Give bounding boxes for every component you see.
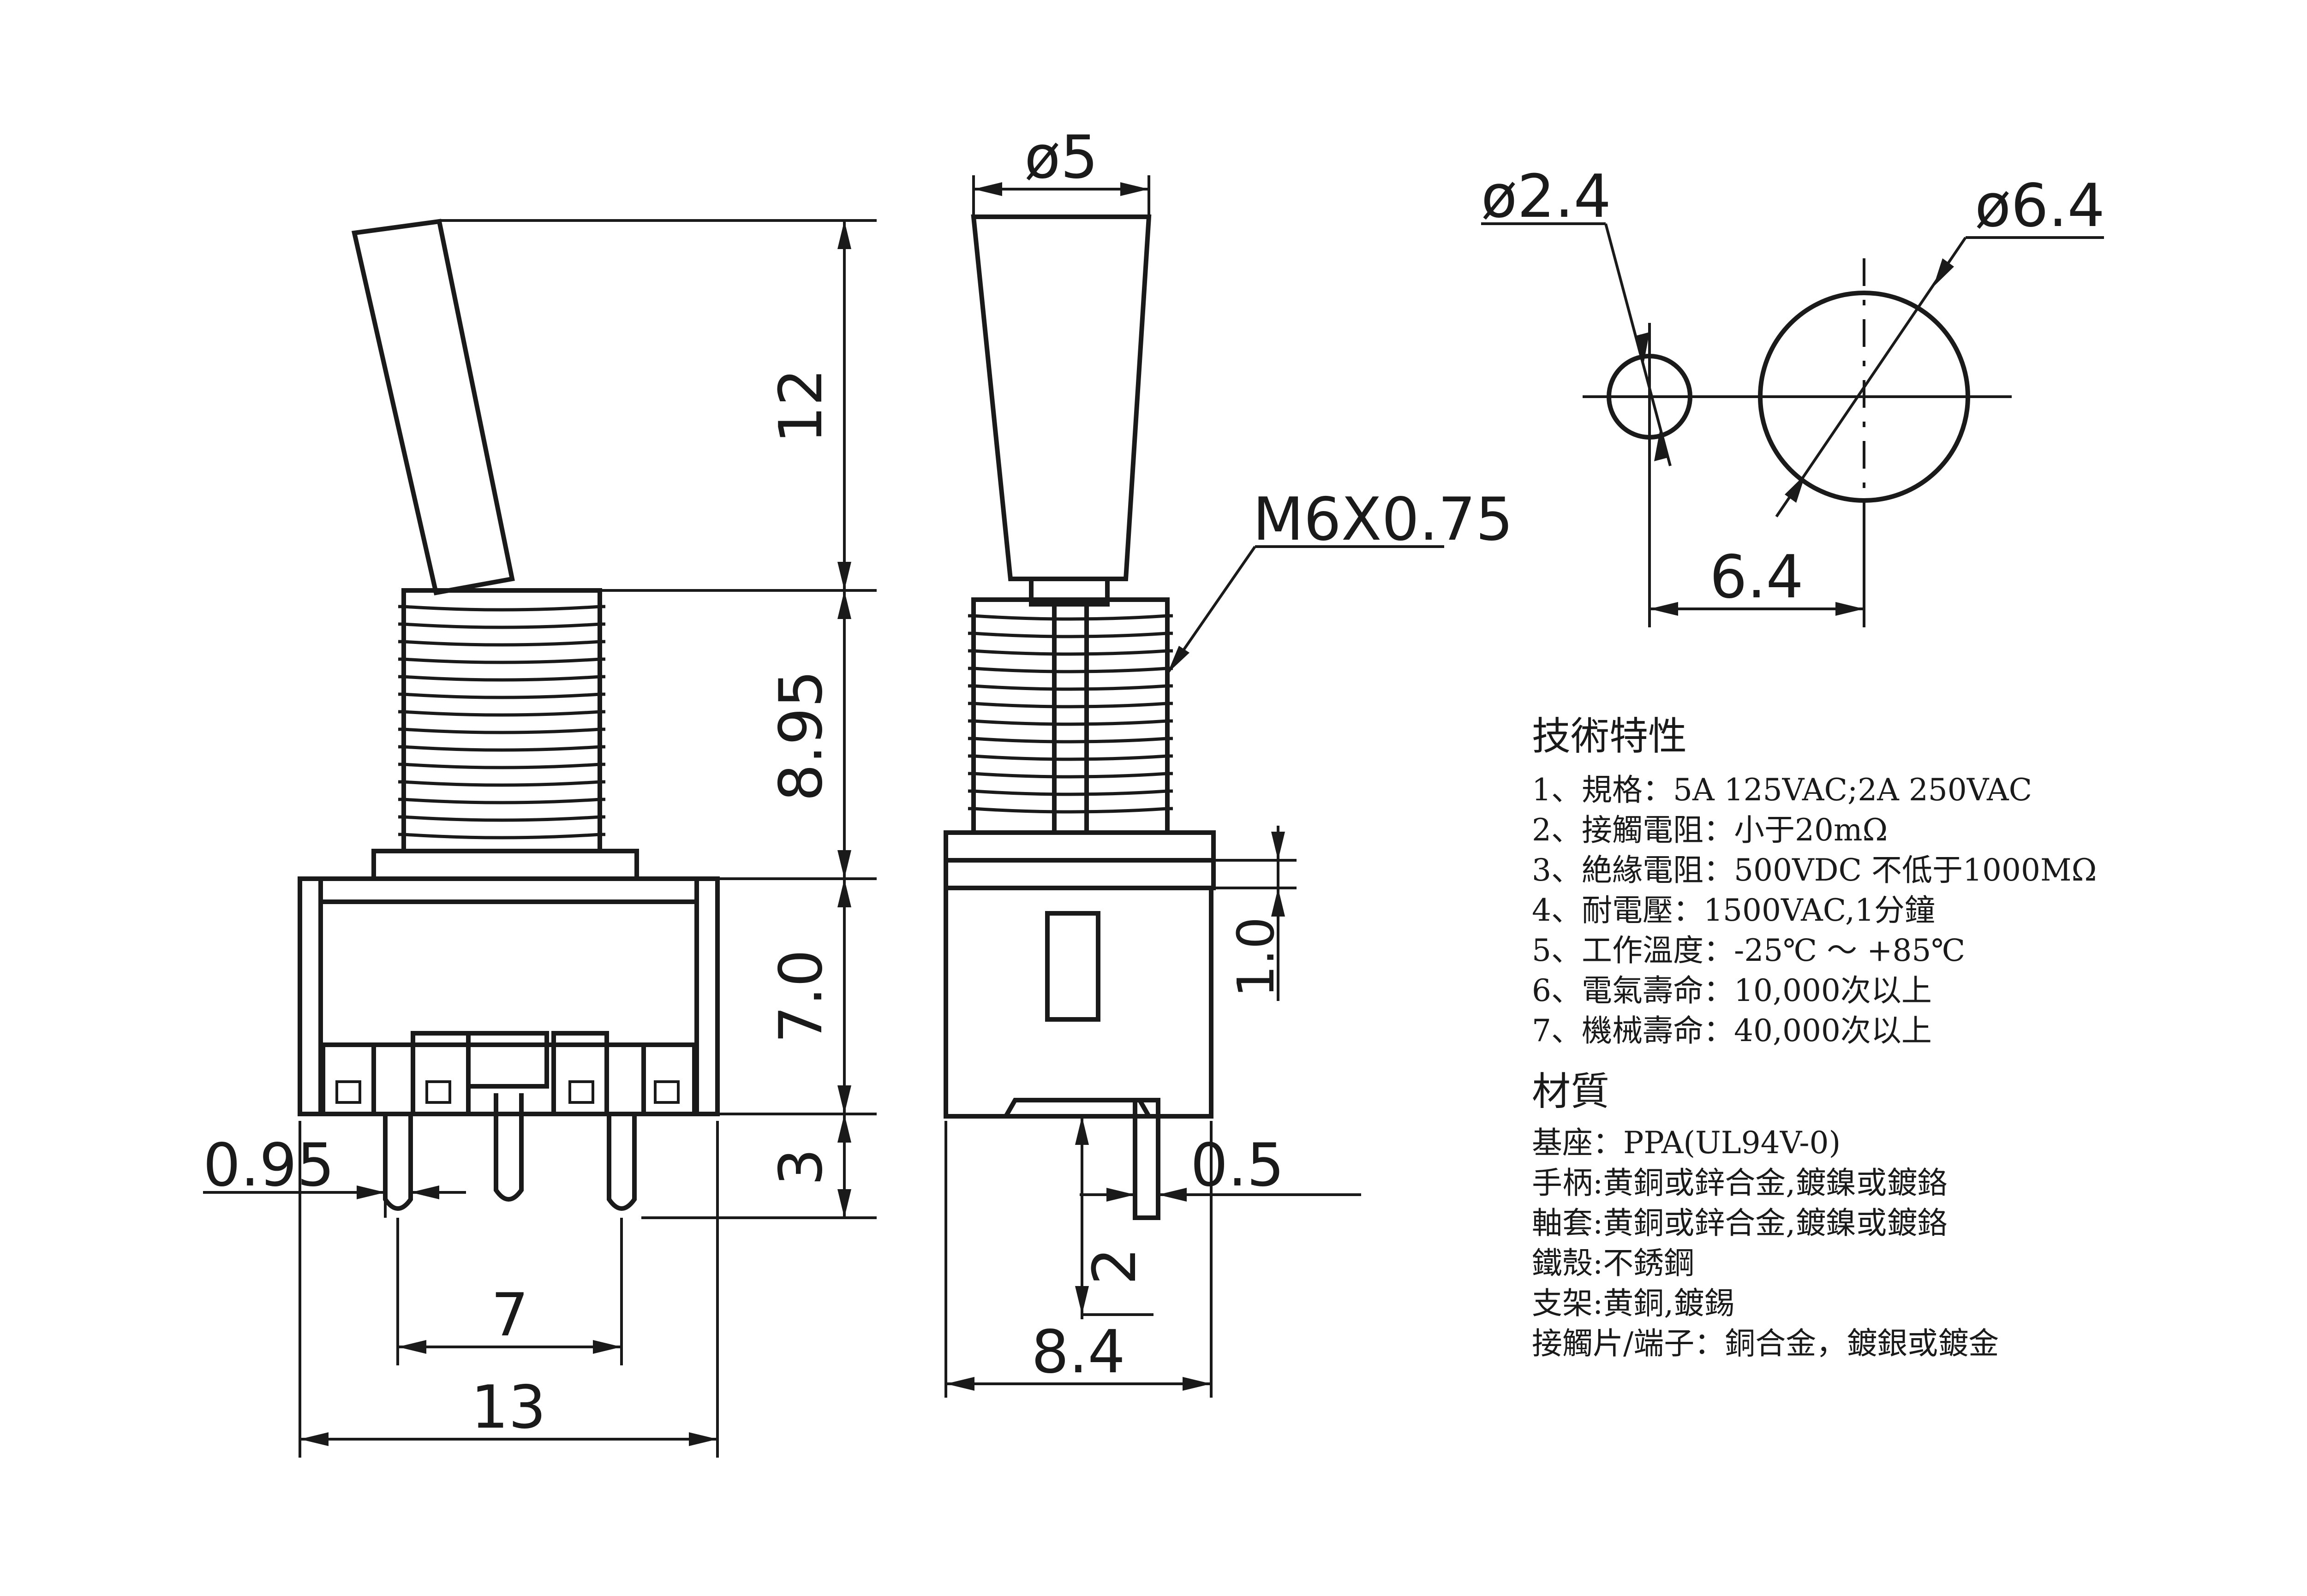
side-bushing — [968, 614, 1173, 814]
material-item: 支架:黄銅,鍍錫 — [1532, 1286, 1734, 1321]
front-pin-right — [607, 1114, 637, 1211]
thread-line — [973, 667, 1168, 673]
thread-line — [403, 710, 600, 717]
spec-item: 7、機械壽命：40,000次以上 — [1532, 1013, 1932, 1048]
thread-line — [403, 692, 600, 699]
spec-item: 1、規格：5A 125VAC;2A 250VAC — [1532, 772, 2032, 808]
specifications-block: 技術特性 1、規格：5A 125VAC;2A 250VAC 2、接觸電阻：小于2… — [1532, 714, 2097, 1361]
thread-line — [403, 798, 600, 804]
thread-line — [403, 833, 600, 840]
front-lever — [351, 219, 515, 596]
thread-line — [403, 605, 600, 612]
thread-line — [973, 737, 1168, 744]
material-item: 基座：PPA(UL94V-0) — [1532, 1125, 1841, 1161]
materials-title: 材質 — [1532, 1069, 1609, 1114]
side-actuator — [1045, 911, 1100, 1022]
dim-step: 1.0 — [1226, 917, 1285, 998]
thread-line — [973, 684, 1168, 691]
side-plate — [944, 858, 1216, 890]
side-body-bottom — [946, 1098, 1211, 1119]
thread-line — [973, 631, 1168, 638]
thread-line — [403, 657, 600, 664]
large-hole — [1758, 291, 1970, 503]
spec-item: 3、絶緣電阻：500VDC 不低于1000MΩ — [1532, 852, 2097, 888]
dim-lever-diameter: ø5 — [1024, 123, 1098, 192]
front-bushing — [398, 605, 605, 840]
side-lever — [971, 214, 1152, 581]
front-collar — [371, 849, 639, 881]
side-pin — [1133, 1098, 1160, 1220]
dim-hole-small: ø2.4 — [1481, 162, 1611, 231]
dim-side-pin-thickness: 0.5 — [1190, 1131, 1285, 1200]
thread-line — [403, 675, 600, 682]
thread-line — [973, 702, 1168, 709]
front-tab-center — [466, 1031, 549, 1089]
specs-title: 技術特性 — [1532, 714, 1687, 759]
dim-bushing-height: 8.95 — [767, 670, 836, 802]
front-tab-right — [641, 1042, 697, 1116]
spec-item: 5、工作溫度：-25℃ ～ +85℃ — [1532, 933, 1965, 968]
side-lever-stem — [1029, 577, 1110, 607]
front-view: 12 8.95 7.0 3 0.95 7 13 — [203, 219, 877, 1458]
material-item: 接觸片/端子：銅合金，鍍銀或鍍金 — [1532, 1326, 1999, 1361]
dim-lever-height: 12 — [767, 369, 836, 444]
thread-line — [403, 762, 600, 769]
small-hole — [1607, 354, 1692, 440]
side-view: ø5 M6X0.75 1.0 0.5 2 8.4 — [944, 123, 1513, 1398]
spec-item: 4、耐電壓：1500VAC,1分鐘 — [1532, 893, 1935, 928]
thread-line — [403, 745, 600, 752]
spec-item: 2、接觸電阻：小于20mΩ — [1532, 812, 1888, 848]
front-pin-center — [494, 1093, 524, 1202]
thread-line — [403, 622, 600, 629]
material-item: 鐵殼:不銹鋼 — [1532, 1245, 1694, 1281]
front-body — [298, 876, 720, 1116]
thread-line — [403, 780, 600, 787]
dim-pin-pitch: 7 — [491, 1281, 528, 1350]
side-collar — [944, 830, 1216, 863]
thread-line — [973, 614, 1168, 621]
thread-line — [973, 789, 1168, 796]
dim-side-pin-length: 2 — [1081, 1247, 1149, 1285]
thread-line — [403, 640, 600, 647]
dim-hole-spacing: 6.4 — [1709, 543, 1804, 612]
front-tab — [551, 1031, 609, 1116]
spec-item: 6、電氣壽命：10,000次以上 — [1532, 973, 1932, 1008]
front-body-inner — [318, 899, 699, 1047]
thread-spec-label: M6X0.75 — [1253, 485, 1513, 554]
front-pin-left — [383, 1114, 413, 1211]
material-item: 手柄:黄銅或鋅合金,鍍鎳或鍍鉻 — [1532, 1165, 1948, 1201]
side-body — [944, 886, 1213, 1119]
material-item: 軸套:黄銅或鋅合金,鍍鎳或鍍鉻 — [1532, 1205, 1948, 1241]
thread-line — [973, 772, 1168, 779]
dim-body-width: 13 — [471, 1373, 546, 1442]
side-shaft — [1052, 597, 1089, 835]
thread-line — [403, 727, 600, 734]
thread-line — [973, 719, 1168, 726]
thread-line — [973, 754, 1168, 761]
thread-line — [973, 649, 1168, 656]
dim-pin-width: 0.95 — [203, 1131, 335, 1200]
front-tab-left — [321, 1042, 376, 1116]
mounting-holes-view: ø2.4 ø6.4 6.4 — [1481, 162, 2105, 627]
dim-pin-length: 3 — [767, 1148, 836, 1185]
dim-body-height: 7.0 — [767, 949, 836, 1043]
dim-body-depth: 8.4 — [1031, 1318, 1125, 1387]
front-bushing-outline — [401, 588, 602, 853]
dim-hole-large: ø6.4 — [1975, 172, 2105, 240]
thread-line — [973, 807, 1168, 814]
thread-line — [403, 815, 600, 822]
